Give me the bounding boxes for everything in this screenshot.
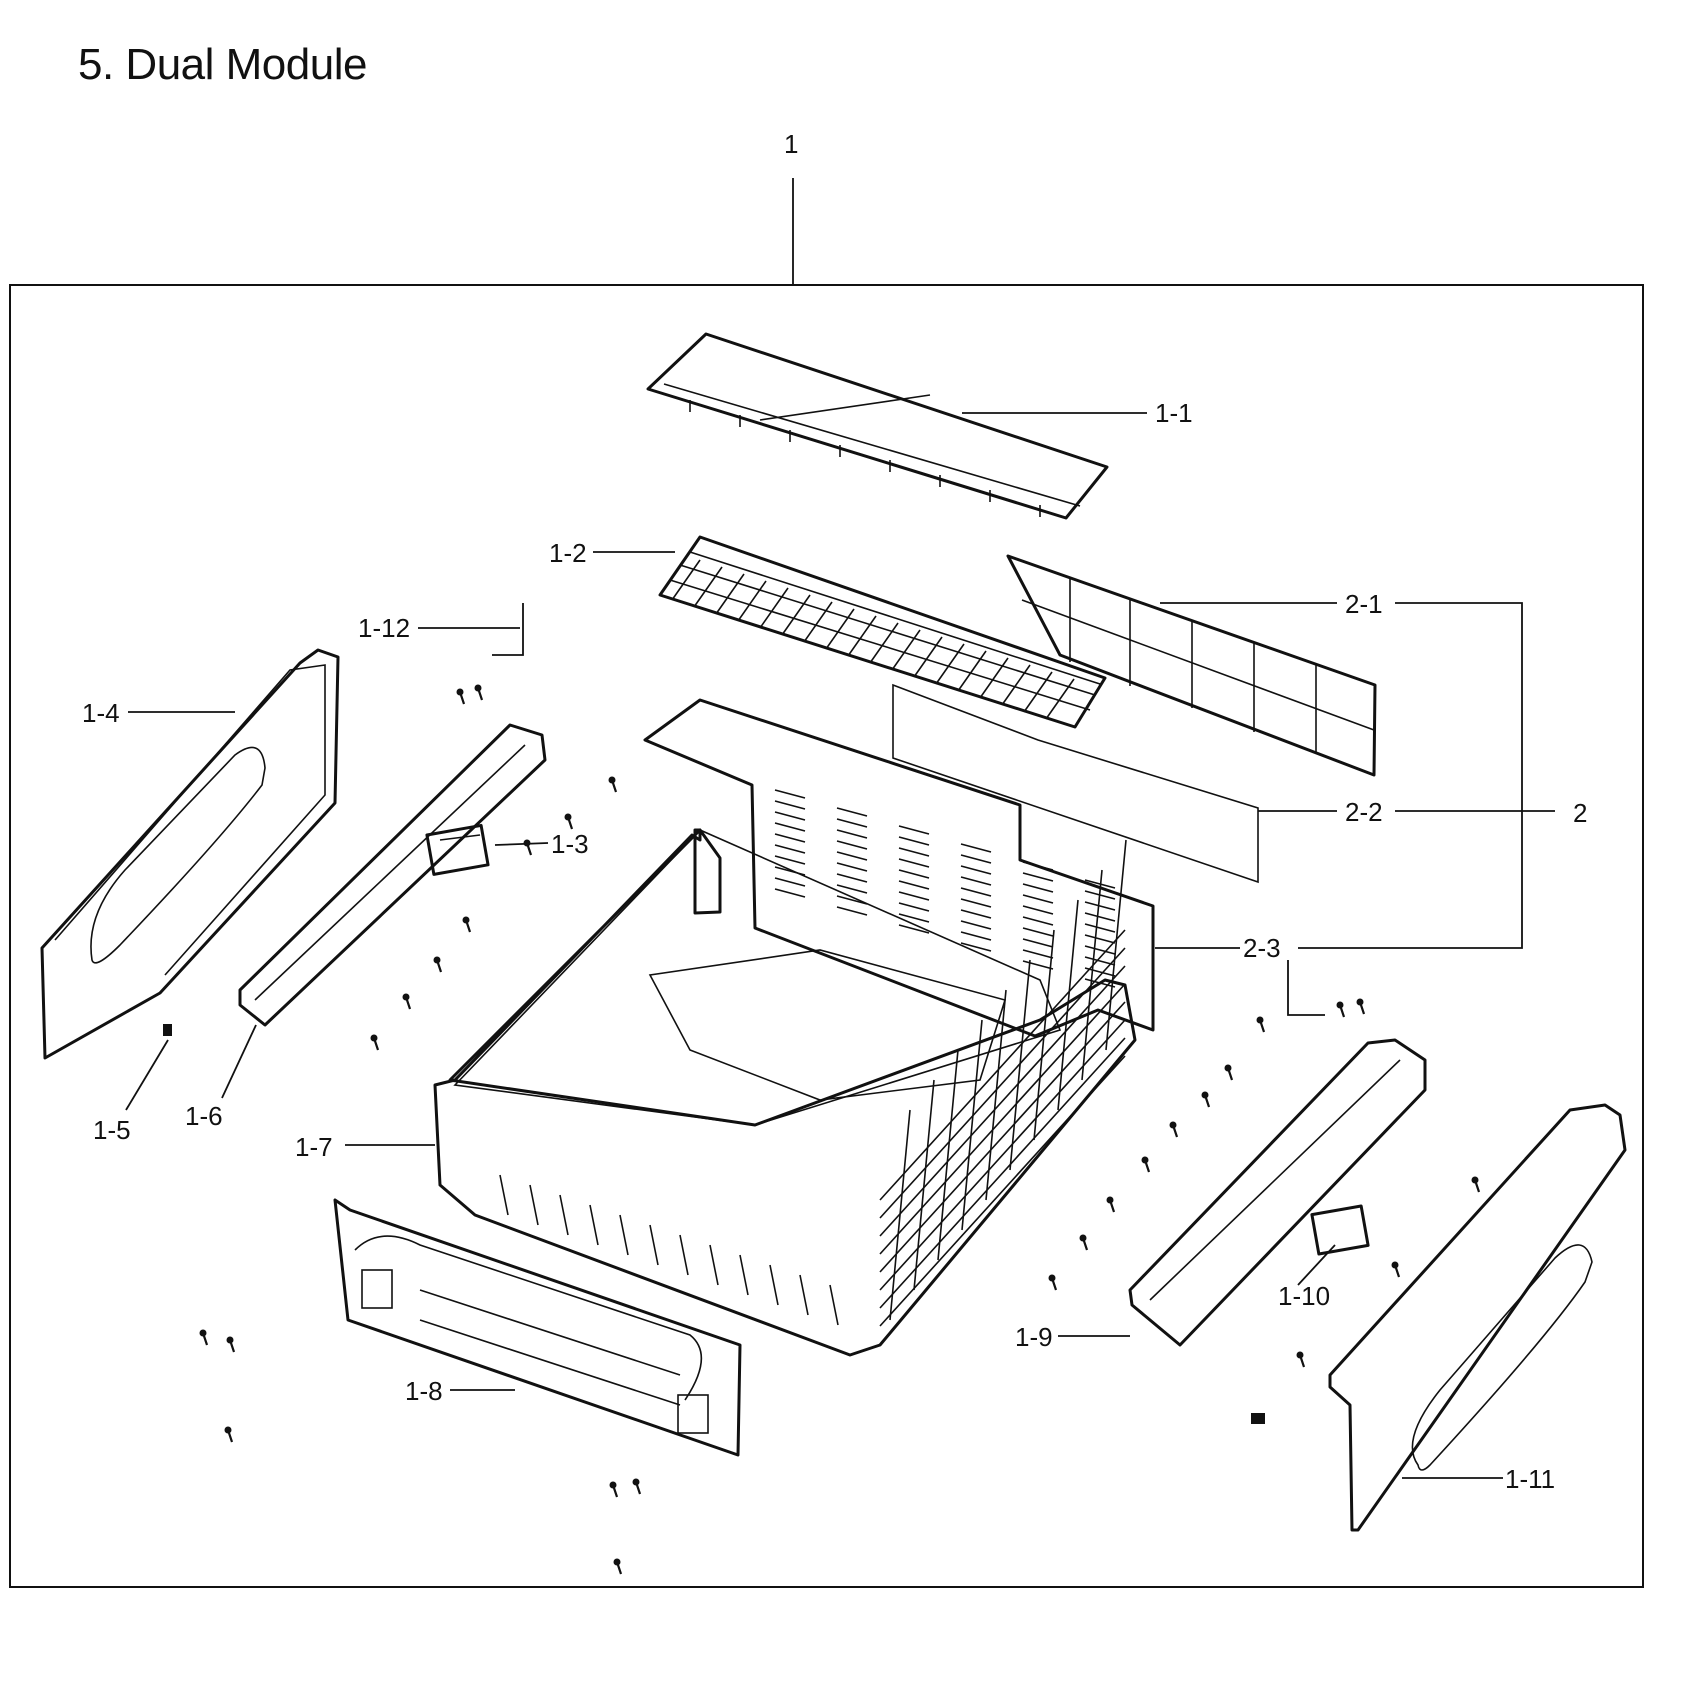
label-1-10: 1-10 xyxy=(1278,1281,1330,1311)
part-base-tray xyxy=(433,828,1137,1357)
label-1-6: 1-6 xyxy=(185,1101,223,1131)
part-left-side-panel xyxy=(40,648,340,1060)
label-1: 1 xyxy=(784,129,798,159)
label-2: 2 xyxy=(1573,798,1587,828)
label-2-3: 2-3 xyxy=(1243,933,1281,963)
label-1-8: 1-8 xyxy=(405,1376,443,1406)
label-1-7: 1-7 xyxy=(295,1132,333,1162)
part-front-panel xyxy=(333,1198,742,1457)
part-grille xyxy=(658,535,1107,729)
part-right-side-panel xyxy=(1328,1103,1627,1532)
part-clip xyxy=(163,1024,172,1036)
label-1-12: 1-12 xyxy=(358,613,410,643)
part-filter xyxy=(1006,554,1377,777)
label-1-5: 1-5 xyxy=(93,1115,131,1145)
part-right-connector xyxy=(1310,1204,1370,1256)
part-top-cover xyxy=(646,332,1109,520)
label-2-2: 2-2 xyxy=(1345,797,1383,827)
label-1-3: 1-3 xyxy=(551,829,589,859)
label-1-2: 1-2 xyxy=(549,538,587,568)
assembly-frame xyxy=(9,284,1644,1588)
screws xyxy=(199,684,1481,1575)
part-sheet xyxy=(892,683,1259,884)
label-1-9: 1-9 xyxy=(1015,1322,1053,1352)
page-title: 5. Dual Module xyxy=(78,40,367,89)
part-right-rail xyxy=(1128,1038,1427,1347)
label-1-1: 1-1 xyxy=(1155,398,1193,428)
label-2-1: 2-1 xyxy=(1345,589,1383,619)
part-right-clip xyxy=(1251,1413,1265,1424)
label-1-11: 1-11 xyxy=(1505,1464,1555,1494)
part-left-connector xyxy=(425,823,490,876)
label-1-4: 1-4 xyxy=(82,698,120,728)
part-left-rail xyxy=(238,723,547,1027)
part-rear-panel xyxy=(643,698,1155,1038)
